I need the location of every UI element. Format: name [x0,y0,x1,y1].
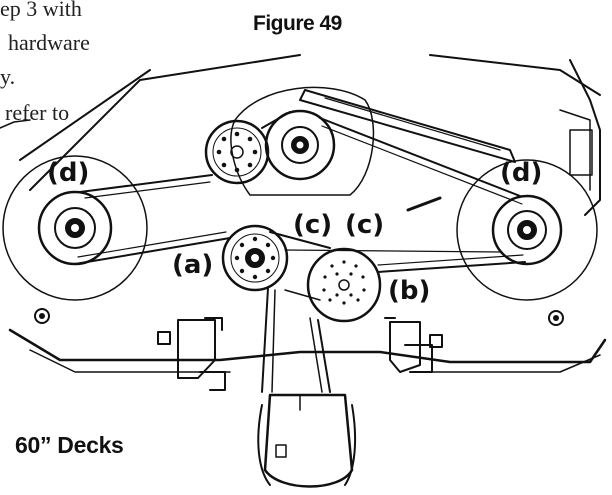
deck-bolt-left [34,308,50,324]
right-bracket [384,317,443,373]
left-spindle-guard [2,155,148,301]
left-bracket [157,317,226,391]
engine-pulley-key [275,444,287,458]
deck-lower-edge-right [419,354,601,373]
center-housing [230,86,375,196]
upper-idler-pulley [204,119,270,185]
right-spindle-guard [456,159,598,301]
tension-bracket [299,89,516,163]
deck-top-left-edge [29,54,301,191]
drive-belt-right [317,319,331,393]
label-b: (b) [388,276,431,306]
pulley-a-holes [234,236,276,280]
right-bracket-block [569,129,593,176]
right-frame-inner [559,109,591,191]
engine-pulley [263,393,354,488]
left-spindle-hub [54,207,96,249]
lower-left-belt [74,237,231,265]
body-text-line-4: refer to [5,100,70,125]
pulley-b-dots [322,260,366,305]
right-spindle-hub [507,210,547,250]
deck-diagonal-line [19,69,151,161]
pulley-a [221,224,289,292]
lower-right-belt [377,261,526,273]
body-text-line-2: hardware [8,30,90,55]
deck-size-caption: 60” Decks [15,432,124,458]
deck-outline [8,328,607,364]
deck-top-right-edge [429,54,601,96]
figure-title: Figure 49 [253,12,342,35]
drive-belt-left [261,287,269,393]
lower-center-belt [269,231,331,249]
upper-right-belt [319,117,521,197]
rod [406,196,442,212]
label-d-right: (d) [500,158,543,188]
text-pointer [0,119,31,129]
right-frame [569,59,601,216]
upper-idler-holes [216,131,258,173]
center-spindle-hub [281,126,319,164]
label-c-right: (c) [345,210,385,240]
right-spindle-pulley [491,194,563,266]
pulley-b [306,247,382,323]
label-d-left: (d) [47,158,90,188]
label-a: (a) [172,250,214,280]
upper-left-belt [79,174,213,193]
tension-bracket-inner [324,97,501,151]
deck-bolt-right [548,310,564,326]
body-text-line-1: ep 3 with [0,0,82,21]
body-text-line-3: y. [0,64,16,89]
label-c-left: (c) [293,210,333,240]
